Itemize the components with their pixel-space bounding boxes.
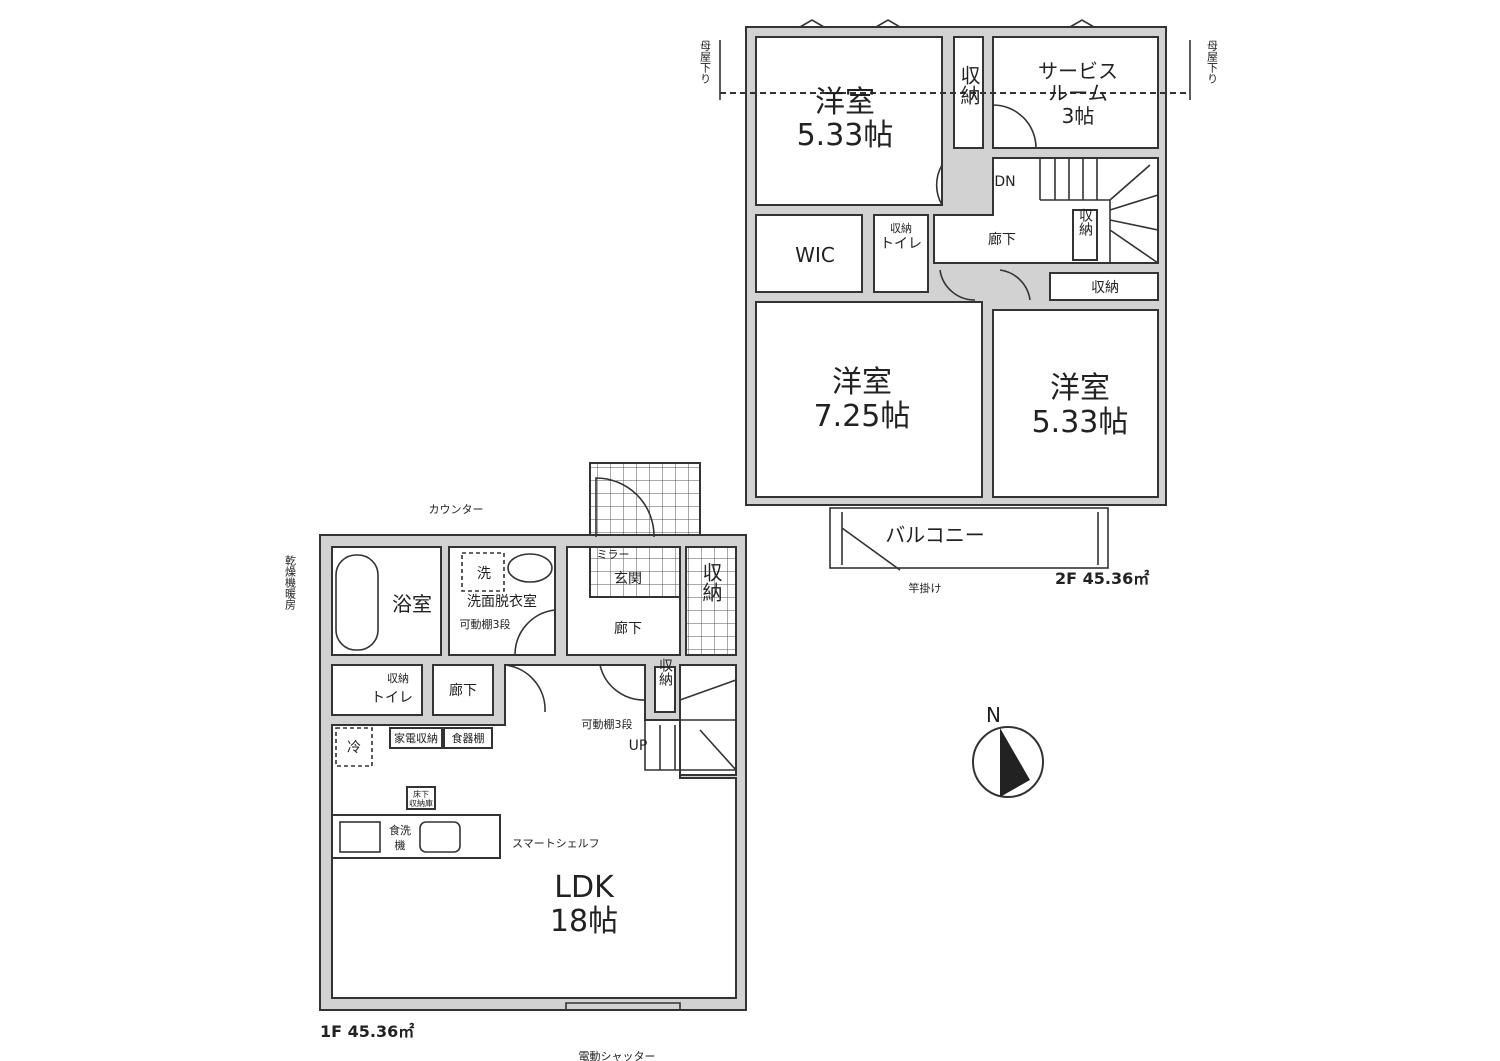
floor-area-label: 2F 45.36㎡ <box>1055 569 1149 588</box>
room-label: 洋室 <box>832 365 892 400</box>
room-label: 家電収納 <box>394 731 438 745</box>
room-size: 18帖 <box>550 904 618 939</box>
room-label: 食器棚 <box>452 731 485 745</box>
note: 可動棚3段 <box>582 717 633 731</box>
room-label: 収納 <box>699 562 723 602</box>
door <box>939 269 1031 301</box>
north-arrow-icon: N <box>972 703 1044 798</box>
door <box>935 164 943 206</box>
room-size: 3帖 <box>1062 104 1095 128</box>
room-label: トイレ <box>371 690 413 706</box>
2f-stairs <box>1039 158 1159 264</box>
sink <box>507 553 553 583</box>
door <box>514 609 556 656</box>
1f-bath <box>331 546 442 656</box>
room-label: 廊下 <box>988 231 1016 248</box>
entrance-porch <box>589 462 701 538</box>
room-label: 洗面脱衣室 <box>467 593 537 610</box>
room-label: サービス <box>1038 59 1118 83</box>
washer-space <box>461 552 505 592</box>
balcony <box>829 507 1109 569</box>
kitchen-sink-icon <box>419 821 461 853</box>
2f-storage-a <box>953 36 984 149</box>
stairs-label: UP <box>629 738 648 754</box>
1f-storage-entrance <box>685 546 737 656</box>
2f-storage-c <box>1049 272 1159 301</box>
note: 電動シャッター <box>579 1049 656 1061</box>
1f-hall-b <box>432 664 494 716</box>
fixture-label: 食洗 <box>389 823 411 837</box>
1f-washroom <box>448 546 556 656</box>
room-label: 収納 <box>957 65 981 105</box>
bathtub <box>335 554 379 651</box>
room-size: 7.25帖 <box>814 399 911 434</box>
room-label: 廊下 <box>614 620 642 637</box>
fixture-label: 機 <box>395 838 406 852</box>
room-label: 洋室 <box>1050 371 1110 406</box>
fridge-space <box>335 727 373 767</box>
room-label: ルーム <box>1048 81 1107 105</box>
2f-storage-b <box>1072 209 1098 261</box>
note: ミラー <box>597 548 630 561</box>
2f-western-room-a <box>755 36 943 206</box>
room-label: 収納 <box>657 658 673 687</box>
note: カウンター <box>429 503 484 516</box>
fixture-label: 洗 <box>477 566 491 582</box>
room-label: 玄関 <box>614 570 642 587</box>
room-label: 洋室 <box>815 85 875 120</box>
2f-western-room-c <box>992 309 1159 498</box>
first-floor: カウンター 乾燥機暖房 浴室 洗面脱衣室 洗 可動棚3段 ミラー 玄関 廊下 収… <box>284 462 747 1061</box>
stove-icon <box>339 821 381 853</box>
door <box>599 664 646 701</box>
room-label: バルコニー <box>885 523 985 547</box>
room-size: 5.33帖 <box>1032 405 1129 440</box>
room-label: 収納 <box>1091 280 1119 296</box>
compass-label: N <box>986 703 1001 727</box>
room-size: 5.33帖 <box>797 118 894 153</box>
1f-toilet <box>331 664 423 716</box>
window <box>799 19 1095 28</box>
window <box>565 1002 681 1010</box>
note: 可動棚3段 <box>460 617 511 631</box>
note: スマートシェルフ <box>512 837 600 850</box>
note: 竿掛け <box>909 581 942 595</box>
room-label: 収納 <box>890 222 912 235</box>
stairs-label: DN <box>994 174 1015 190</box>
room-label: 浴室 <box>392 592 432 616</box>
note: 母屋下り <box>1206 40 1219 84</box>
room-label: 収納 <box>387 672 409 685</box>
door <box>992 104 1037 149</box>
room-label: LDK <box>554 870 615 905</box>
note: 母屋下り <box>699 40 712 84</box>
note: 乾燥機暖房 <box>284 555 297 611</box>
2f-toilet <box>873 214 929 293</box>
room-label: 収納 <box>1077 208 1093 237</box>
1f-storage-stairs <box>654 666 676 713</box>
floor-area-label: 1F 45.36㎡ <box>320 1022 414 1041</box>
2f-western-room-b <box>755 301 983 498</box>
room-label: トイレ <box>880 236 922 252</box>
room-label: 廊下 <box>449 682 477 699</box>
room-label: WIC <box>795 243 835 267</box>
fixture-label: 冷 <box>347 740 361 756</box>
door <box>504 664 546 713</box>
2f-wic <box>755 214 863 293</box>
second-floor: 洋室 5.33帖 収納 サービス ルーム 3帖 DN WIC 収納 トイレ 廊下… <box>699 19 1219 595</box>
door <box>595 477 655 538</box>
underfloor-storage <box>406 786 436 810</box>
fixture-label: 収納庫 <box>409 798 433 808</box>
fixture-label: 床下 <box>413 789 429 799</box>
2f-hall <box>933 157 1159 264</box>
